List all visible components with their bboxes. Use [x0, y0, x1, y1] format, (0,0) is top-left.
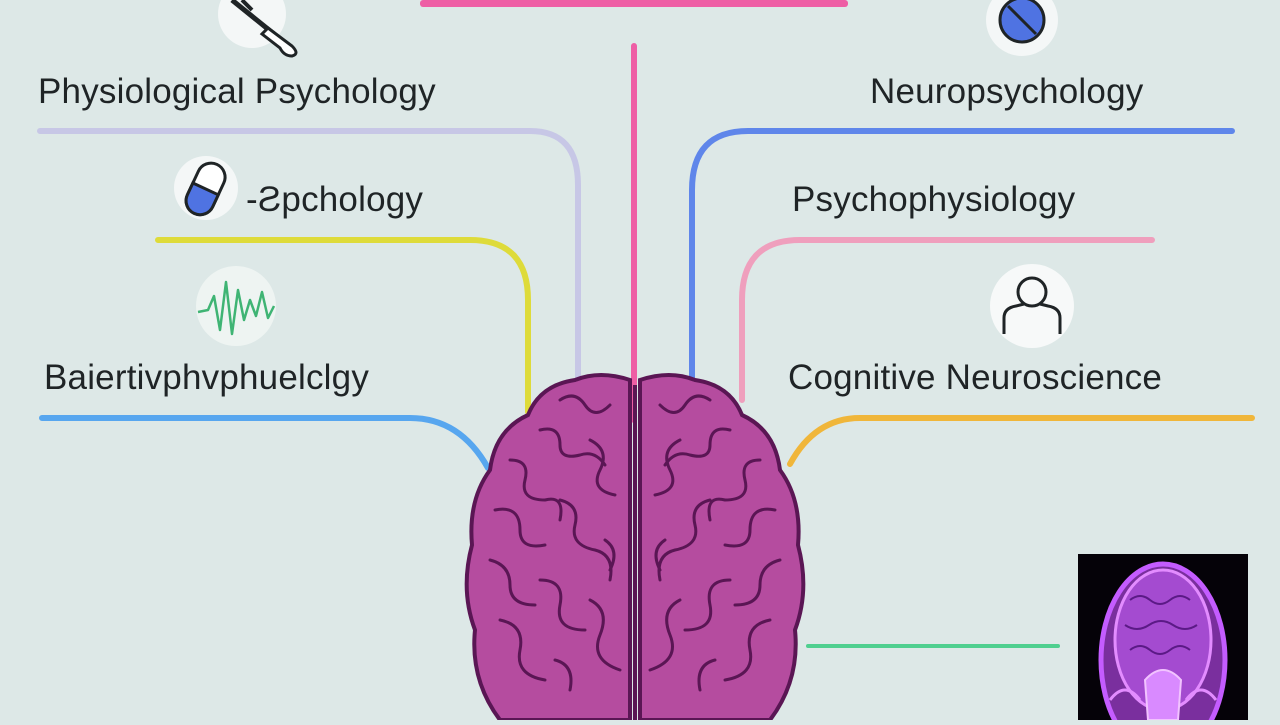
- connector-neuro: [689, 128, 1235, 383]
- dropper-icon: [218, 0, 298, 58]
- connector-physiological: [37, 128, 581, 383]
- person-icon: [990, 264, 1074, 348]
- connector-psych: [155, 237, 531, 415]
- connector-behav: [39, 415, 491, 471]
- brain-icon: [464, 373, 806, 722]
- pill-icon: [174, 156, 238, 220]
- label-psychophysiology: Psychophysiology: [792, 180, 1076, 219]
- label-psychology: -Ƨpchology: [246, 180, 424, 219]
- label-cognitive-neuroscience: Cognitive Neuroscience: [788, 358, 1163, 397]
- label-neuropsychology: Neuropsychology: [870, 72, 1144, 111]
- blue-pill-icon: [986, 0, 1058, 56]
- label-behavioral: Baiertivphvphuelclgy: [44, 358, 370, 397]
- connector-cognitive: [787, 415, 1255, 467]
- brain-scan-image: [1078, 554, 1248, 725]
- heartbeat-wave-icon: [196, 266, 276, 346]
- label-physiological-psychology: Physiological Psychology: [38, 72, 436, 111]
- top-bar: [420, 0, 848, 7]
- connector-psychophys: [739, 237, 1155, 403]
